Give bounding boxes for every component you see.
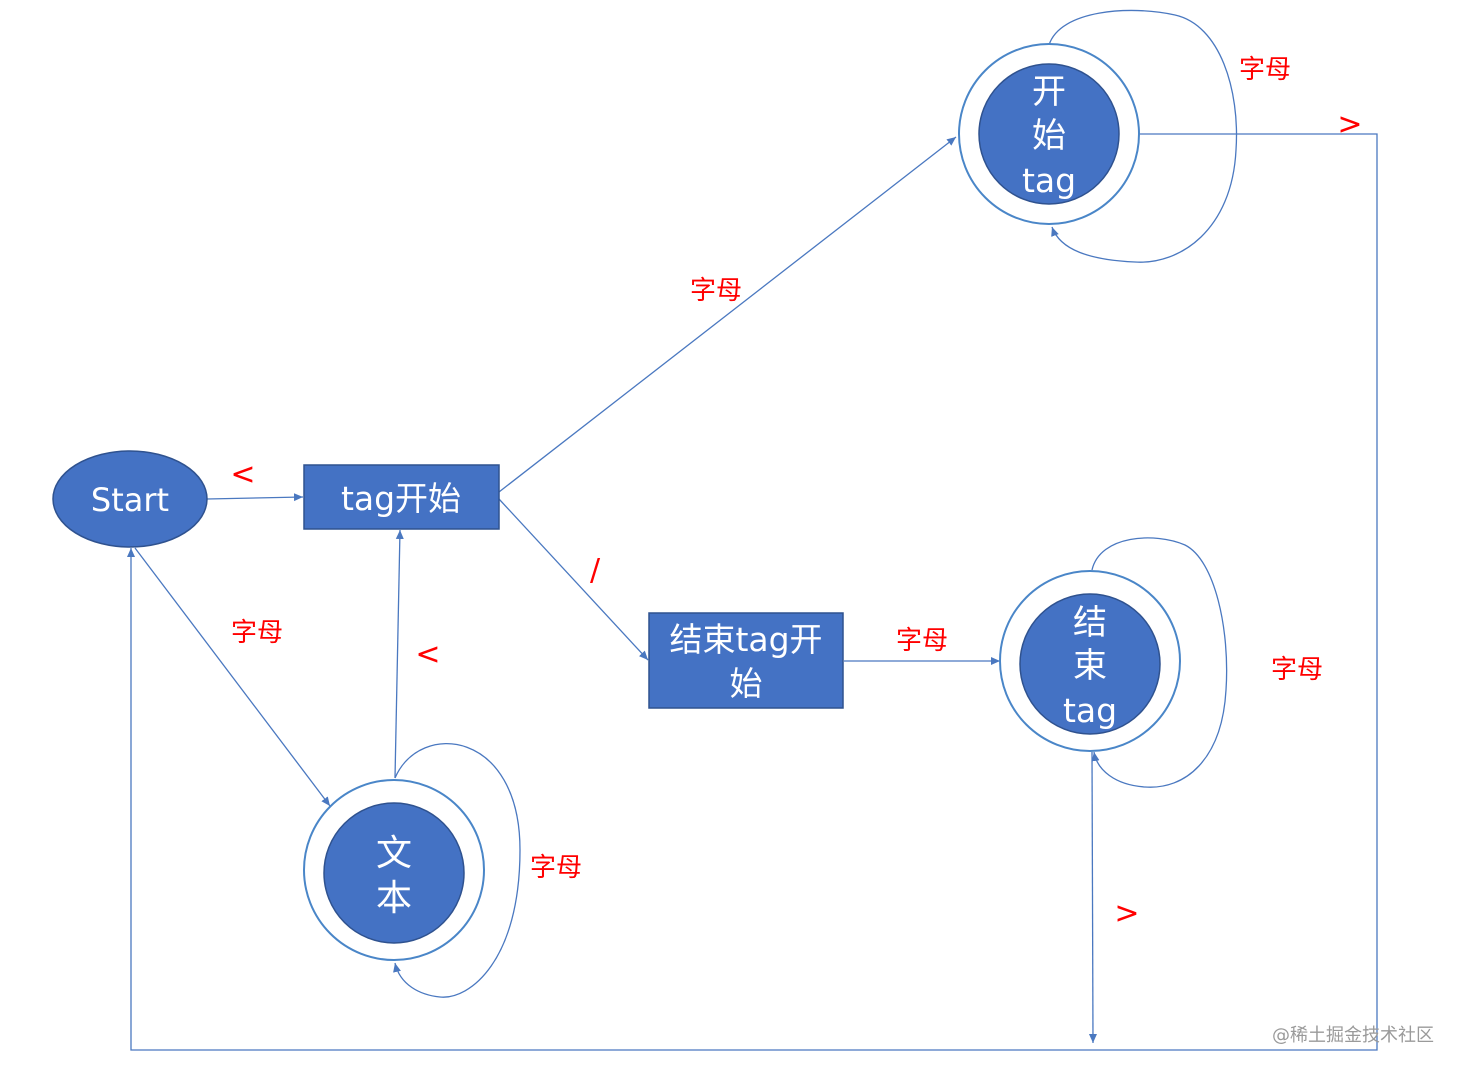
label-open-tag-to-start: > [1337,107,1362,142]
node-start: Start [52,450,208,548]
start-label: Start [91,481,169,519]
edge-start-to-tag-begin [206,493,304,502]
edge-open-tag-self-loop [1048,9,1238,263]
open-tag-label-line1: 开 [1032,72,1066,112]
label-end-tag-begin-to-close-tag: 字母 [896,626,948,656]
node-tag-begin: tag开始 [303,464,500,530]
watermark: @稀土掘金技术社区 [1272,1025,1434,1046]
node-open-tag: 开 始 tag [958,43,1140,225]
label-start-to-text: 字母 [231,618,283,648]
open-tag-inner-circle [978,63,1120,205]
edge-tag-begin-to-end-tag-begin [498,498,649,661]
text-label-line2: 本 [376,878,412,919]
edge-open-tag-to-start [127,133,1378,1051]
edge-close-tag-to-start [1088,751,1097,1044]
text-label-line1: 文 [376,833,412,874]
open-tag-label-line2: 始 [1032,116,1066,156]
label-tag-begin-to-end-tag-begin: / [590,553,601,588]
tag-begin-rect [303,464,500,530]
start-ellipse [52,450,208,548]
close-tag-label-line3: tag [1063,691,1117,730]
edge-text-to-tag-begin [394,529,404,779]
text-inner-circle [323,802,465,944]
node-end-tag-begin: 结束tag开 始 [648,612,844,709]
end-tag-begin-label-line2: 始 [730,664,763,703]
edges [127,9,1378,1051]
tag-begin-label: tag开始 [341,479,461,518]
edge-text-self-loop [393,743,521,998]
label-open-tag-self-loop: 字母 [1239,55,1291,85]
label-start-to-tag-begin: < [230,457,255,492]
label-close-tag-to-start: > [1114,896,1139,931]
label-text-to-tag-begin: < [415,637,440,672]
end-tag-begin-rect [648,612,844,709]
edge-labels: < 字母 / 字母 字母 < 字母 字母 > 字母 > [230,55,1362,931]
close-tag-label-line2: 束 [1073,646,1107,686]
label-close-tag-self-loop: 字母 [1271,655,1323,685]
edge-start-to-text [134,547,331,807]
label-text-self-loop: 字母 [530,853,582,883]
label-tag-begin-to-open-tag: 字母 [690,276,742,306]
edge-close-tag-self-loop [1091,537,1228,788]
node-text: 文 本 [303,779,485,961]
open-tag-label-line3: tag [1022,161,1076,200]
node-close-tag: 结 束 tag [999,570,1181,752]
edge-tag-begin-to-open-tag [498,136,957,493]
close-tag-inner-circle [1019,593,1161,735]
close-tag-label-line1: 结 [1073,603,1107,643]
end-tag-begin-label-line1: 结束tag开 [669,620,822,659]
